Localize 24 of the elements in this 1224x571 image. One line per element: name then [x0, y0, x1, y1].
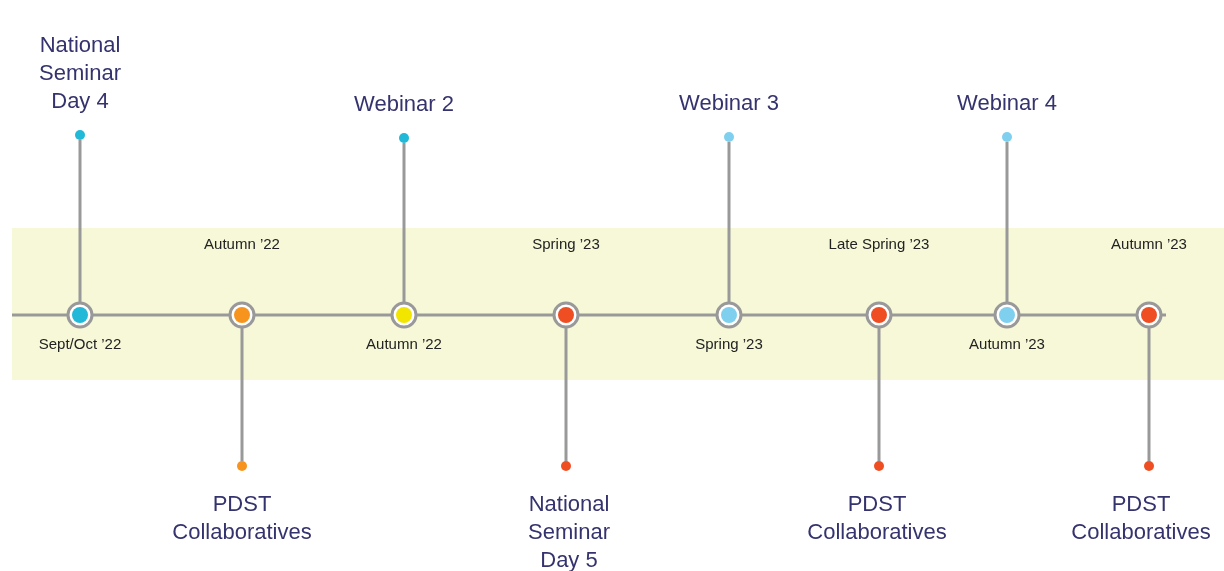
event-title: Webinar 4 — [957, 89, 1057, 117]
stem-line — [564, 327, 568, 461]
date-label: Autumn ’22 — [204, 235, 280, 252]
date-label: Spring ’23 — [532, 235, 600, 252]
date-label: Sept/Oct ’22 — [38, 335, 122, 352]
stem-line — [240, 327, 244, 461]
event-title: PDST Collaboratives — [171, 490, 313, 546]
date-label: Autumn ’23 — [1111, 235, 1187, 252]
event-title: National Seminar Day 4 — [38, 31, 122, 115]
date-label: Spring ’23 — [695, 335, 763, 352]
stem-line — [78, 140, 82, 303]
stem-line — [1147, 327, 1151, 461]
stem-line — [727, 142, 731, 303]
event-title: National Seminar Day 5 — [527, 490, 611, 571]
event-title: PDST Collaboratives — [1070, 490, 1212, 546]
event-title: PDST Collaboratives — [806, 490, 948, 546]
stem-line — [877, 327, 881, 461]
event-title: Webinar 3 — [679, 89, 779, 117]
event-title: Webinar 2 — [354, 90, 454, 118]
date-label: Autumn ’23 — [969, 335, 1045, 352]
stem-line — [402, 143, 406, 303]
date-label: Late Spring ’23 — [828, 235, 930, 252]
stem-line — [1005, 142, 1009, 303]
date-label: Autumn ’22 — [366, 335, 442, 352]
